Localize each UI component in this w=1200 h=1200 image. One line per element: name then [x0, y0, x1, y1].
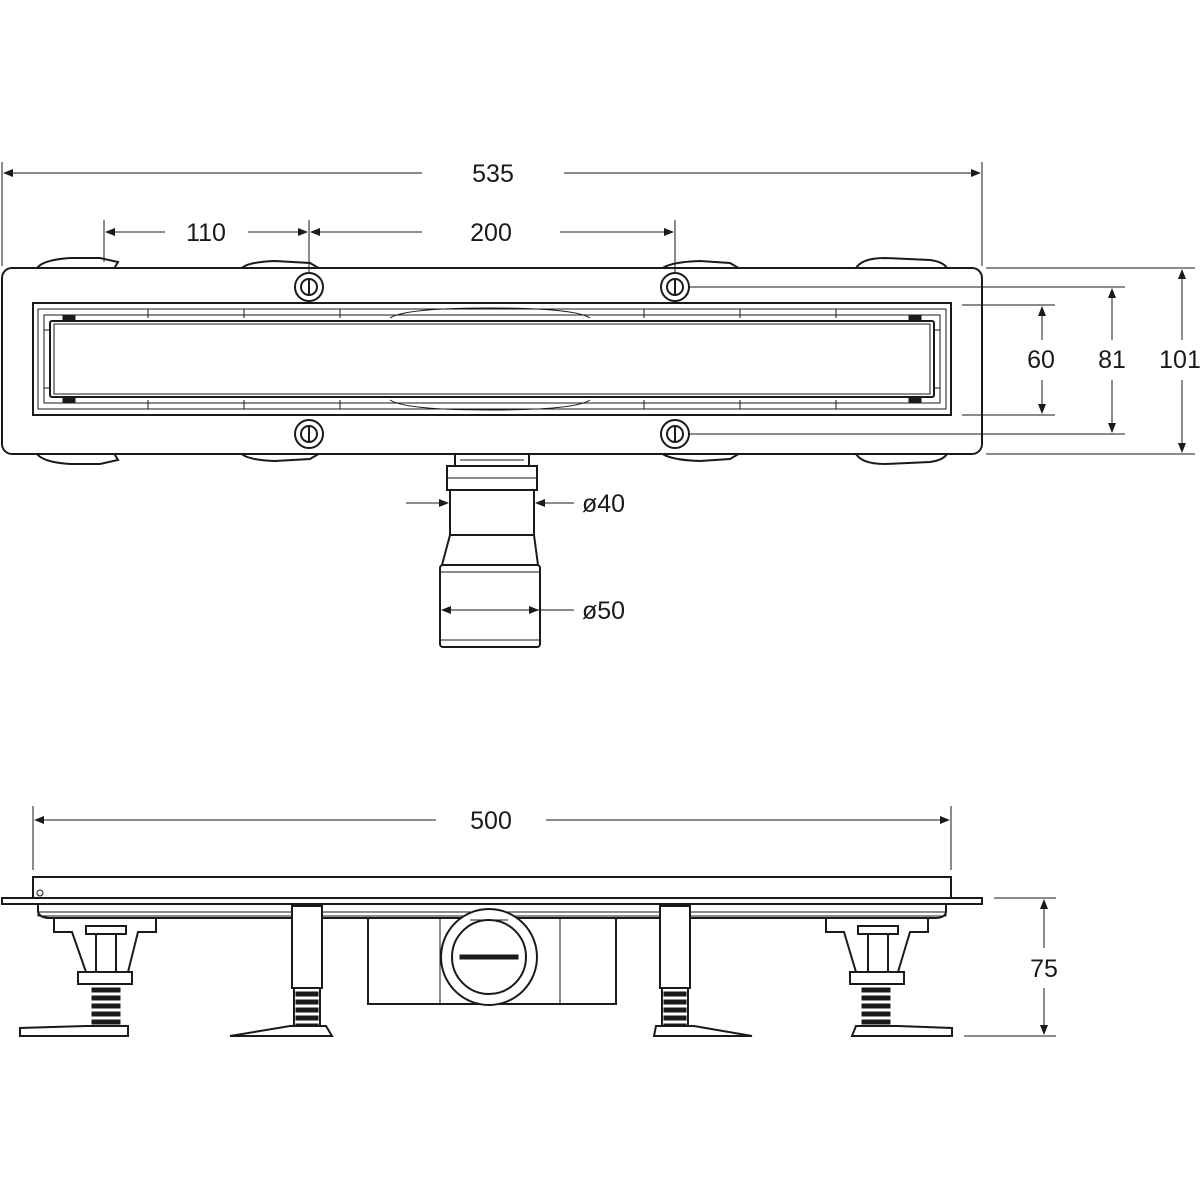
dim-overall-length: 535: [1, 160, 983, 266]
dim-outlet-small: ø40: [406, 490, 625, 518]
dim-overall-width: 101: [986, 267, 1200, 455]
screw-top-right: [660, 272, 690, 302]
side-leg-left: [229, 905, 334, 1037]
screw-bottom-left: [294, 419, 324, 449]
label-d40: ø40: [582, 490, 625, 518]
grate-frame-outer: [32, 302, 952, 416]
label-60: 60: [1027, 346, 1055, 374]
grate-segment-marks: [147, 309, 837, 409]
label-81: 81: [1098, 346, 1126, 374]
side-leg-right: [652, 905, 753, 1037]
dim-grate-width: 60: [962, 304, 1055, 416]
side-foot-right: [825, 917, 953, 1037]
grate-frame-inner-2: [43, 314, 941, 404]
top-view: 535 110 200 60 81: [1, 160, 1200, 648]
screw-top-left: [294, 272, 324, 302]
grate-frame-inner: [37, 308, 947, 410]
grate-corner-tabs: [44, 315, 940, 403]
outlet-pipe: [439, 453, 541, 648]
label-500: 500: [470, 807, 512, 835]
label-200: 200: [470, 219, 512, 247]
dim-side-height: 75: [964, 897, 1058, 1037]
dim-screw-span: 81: [689, 286, 1126, 435]
dim-screw-spacing: 200: [310, 219, 676, 272]
label-110: 110: [186, 219, 226, 247]
dim-side-length: 500: [32, 806, 952, 870]
label-535: 535: [472, 160, 514, 188]
dim-outlet-large: ø50: [441, 597, 625, 625]
dim-screw-offset: 110: [103, 219, 310, 272]
side-foot-left: [19, 917, 157, 1037]
screw-bottom-right: [660, 419, 690, 449]
label-101: 101: [1159, 346, 1200, 374]
label-75: 75: [1030, 955, 1058, 983]
side-outlet: [367, 908, 617, 1006]
side-grate-body: [32, 876, 952, 899]
grate-insert-inner: [53, 323, 931, 395]
grate-insert: [49, 320, 935, 398]
label-d50: ø50: [582, 597, 625, 625]
side-view: 500 75: [1, 806, 1058, 1037]
